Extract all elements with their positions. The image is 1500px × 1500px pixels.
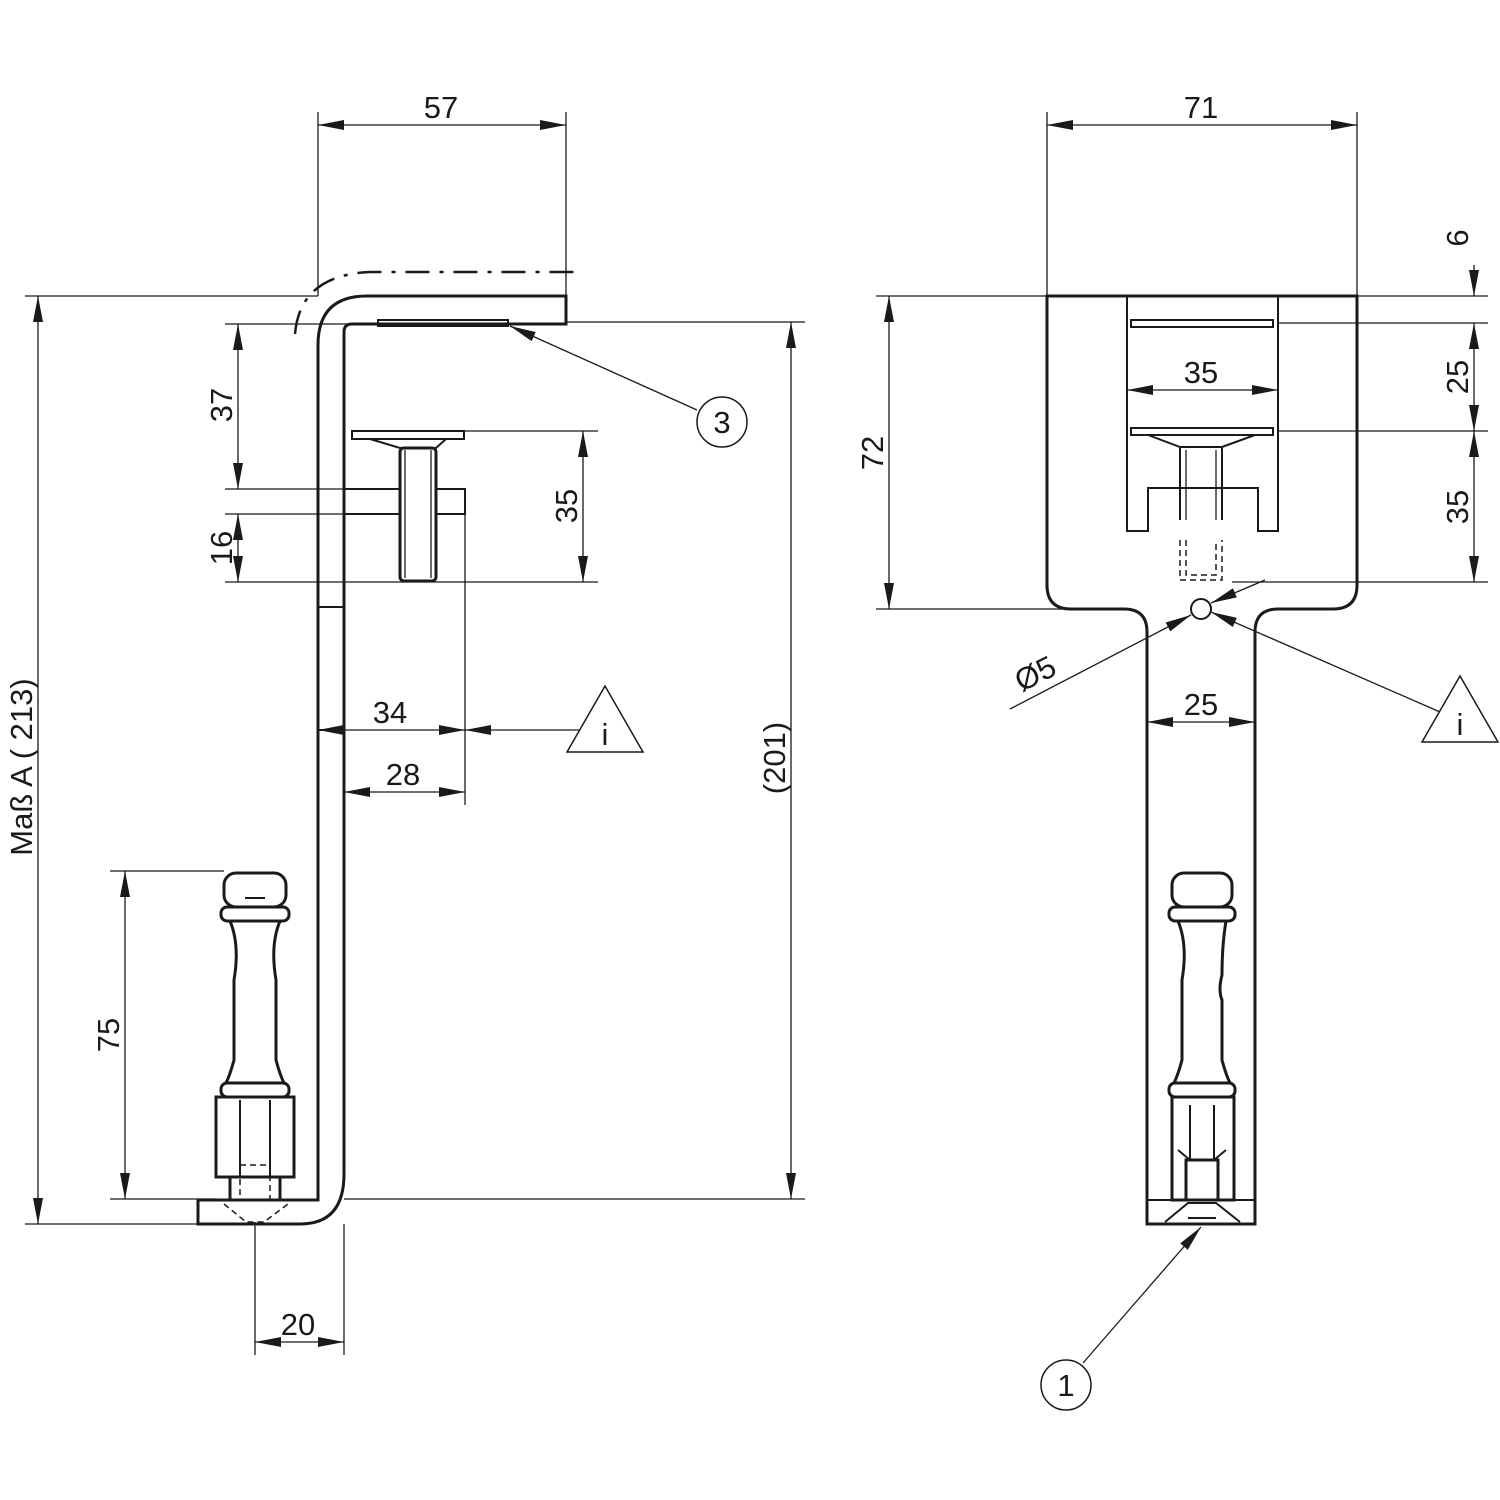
dim-slot-height: 16 xyxy=(204,531,239,565)
svg-text:i: i xyxy=(602,717,609,752)
item-3-bubble: 3 xyxy=(696,396,748,448)
dim-hole-diameter: Ø5 xyxy=(1009,649,1062,699)
svg-text:i: i xyxy=(1457,707,1464,742)
dim-slot-width: 35 xyxy=(1184,355,1218,390)
bracket-profile xyxy=(196,294,568,1226)
channel xyxy=(1126,296,1279,532)
item-1-bubble: 1 xyxy=(1040,1359,1092,1411)
side-dimension-lines xyxy=(33,120,796,1347)
side-view: 57 Maß A ( 213) (201) 37 35 16 34 28 75 … xyxy=(4,90,805,1355)
dim-depth-outer: 34 xyxy=(373,695,407,730)
bolt xyxy=(351,430,465,583)
wall-line xyxy=(293,270,578,335)
adjustment-screw-side xyxy=(214,871,296,1223)
front-plate xyxy=(1045,294,1359,1226)
dim-screw-length: 75 xyxy=(91,1018,126,1052)
svg-text:1: 1 xyxy=(1057,1368,1074,1403)
dim-head-height: 72 xyxy=(855,436,890,470)
info-triangle-icon: i xyxy=(1420,674,1500,743)
dim-inner-height: (201) xyxy=(757,722,792,794)
dim-neck-width: 25 xyxy=(1184,687,1218,722)
front-dimension-lines xyxy=(884,120,1479,1364)
dim-rail-spacing: 25 xyxy=(1440,360,1475,394)
dim-overall-width: 71 xyxy=(1184,90,1218,125)
bolt-front xyxy=(1147,434,1256,581)
dim-foot-offset: 20 xyxy=(281,1307,315,1342)
front-extension-lines xyxy=(876,112,1488,730)
dim-overall-height: Maß A ( 213) xyxy=(4,678,39,855)
dim-upper-offset: 37 xyxy=(204,388,239,422)
adjustment-screw-front xyxy=(1147,871,1255,1223)
dim-bolt-spacing-front: 35 xyxy=(1440,490,1475,524)
info-triangle-icon: i xyxy=(565,684,645,753)
dim-top-width: 57 xyxy=(424,90,458,125)
dim-top-offset: 6 xyxy=(1440,229,1475,246)
front-view: 71 72 6 25 35 35 Ø5 25 1 i xyxy=(855,90,1500,1411)
svg-text:3: 3 xyxy=(713,405,730,440)
top-plate xyxy=(377,319,509,327)
mounting-hole xyxy=(1190,598,1212,620)
dim-bolt-spacing-side: 35 xyxy=(549,489,584,523)
dim-depth-inner: 28 xyxy=(386,757,420,792)
side-extension-lines xyxy=(25,112,805,1355)
